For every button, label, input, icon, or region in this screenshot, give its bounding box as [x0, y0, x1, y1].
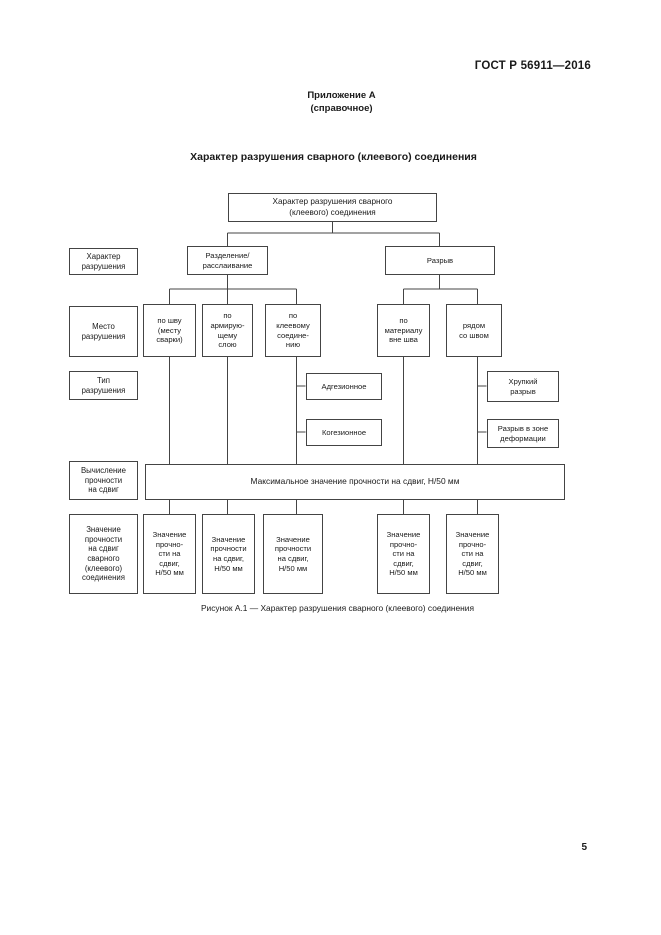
- node-brittle-rupture: Хрупкий разрыв: [487, 371, 559, 402]
- node-along-reinforcing-layer: по армирую- щему слою: [202, 304, 253, 357]
- row-label-character-of-failure: Характер разрушения: [69, 248, 138, 275]
- appendix-label: Приложение А: [307, 90, 376, 101]
- node-root: Характер разрушения сварного (клеевого) …: [228, 193, 437, 222]
- connector-lines: [168, 222, 487, 514]
- result-box-3: Значение прочности на сдвиг, Н/50 мм: [263, 514, 323, 594]
- node-along-weld-seam: по шву (месту сварки): [143, 304, 196, 357]
- node-rupture-in-deformation-zone: Разрыв в зоне деформации: [487, 419, 559, 448]
- page-title: Характер разрушения сварного (клеевого) …: [190, 151, 477, 163]
- node-adhesive-failure: Адгезионное: [306, 373, 382, 400]
- node-adjacent-to-weld: рядом со швом: [446, 304, 502, 357]
- result-box-5: Значение прочно- сти на сдвиг, Н/50 мм: [446, 514, 499, 594]
- row-label-shear-strength-value: Значение прочности на сдвиг сварного (кл…: [69, 514, 138, 594]
- row-label-place-of-failure: Место разрушения: [69, 306, 138, 357]
- appendix-kind: (справочное): [310, 103, 373, 114]
- standard-number: ГОСТ Р 56911—2016: [474, 60, 591, 72]
- node-separation-delamination: Разделение/ расслаивание: [187, 246, 268, 275]
- flowchart-diagram: Характер разрушения сварного (клеевого) …: [69, 193, 565, 594]
- appendix-heading: Приложение А (справочное): [0, 89, 661, 115]
- row-label-shear-strength-calculation: Вычисление прочности на сдвиг: [69, 461, 138, 500]
- result-box-2: Значение прочности на сдвиг, Н/50 мм: [202, 514, 255, 594]
- node-along-adhesive-joint: по клеевому соедине- нию: [265, 304, 321, 357]
- page-number: 5: [581, 842, 587, 853]
- node-rupture: Разрыв: [385, 246, 495, 275]
- figure-caption: Рисунок А.1 — Характер разрушения сварно…: [200, 603, 475, 613]
- result-box-4: Значение прочно- сти на сдвиг, Н/50 мм: [377, 514, 430, 594]
- node-base-material-outside-weld: по материалу вне шва: [377, 304, 430, 357]
- node-max-shear-strength-bar: Максимальное значение прочности на сдвиг…: [145, 464, 565, 500]
- result-box-1: Значение прочно- сти на сдвиг, Н/50 мм: [143, 514, 196, 594]
- node-cohesive-failure: Когезионное: [306, 419, 382, 446]
- row-label-type-of-failure: Тип разрушения: [69, 371, 138, 400]
